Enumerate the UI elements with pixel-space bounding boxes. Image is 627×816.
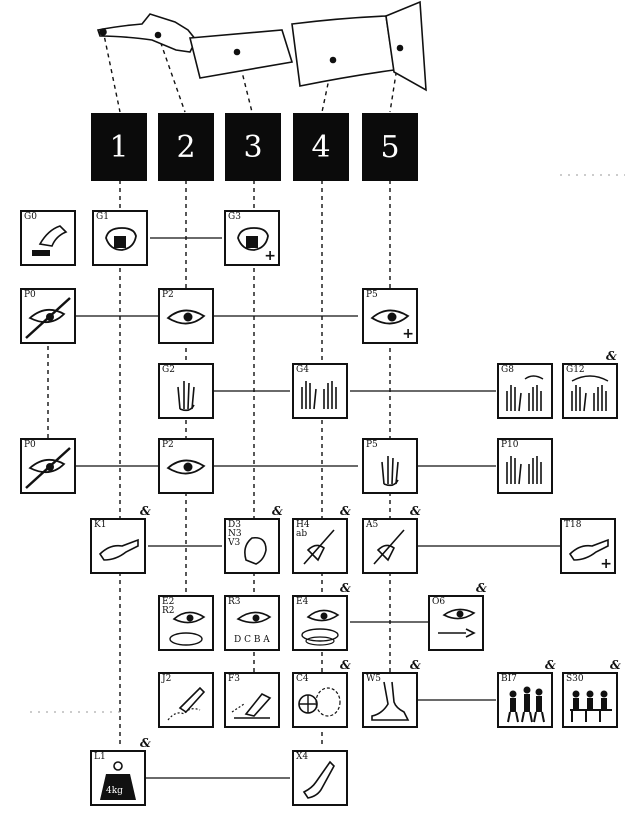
writing-hand-icon: [364, 520, 416, 572]
card-p5-bottom: P5: [362, 438, 418, 494]
amp-mark: &: [340, 658, 351, 672]
column-header-3: 3: [225, 113, 281, 181]
card-p2-bottom: P2: [158, 438, 214, 494]
eye-icon: [160, 290, 212, 342]
card-j2: J2: [158, 672, 214, 728]
crank-wheel-icon: [294, 674, 346, 726]
eye-icon: [294, 597, 346, 649]
card-l1: L1 4kg: [90, 750, 146, 806]
writing-hand-icon: [294, 520, 346, 572]
card-f3: F3: [224, 672, 280, 728]
card-k1: K1: [90, 518, 146, 574]
card-g0: G0: [20, 210, 76, 266]
hand-icon: [98, 14, 196, 52]
eye-key-icon: [430, 597, 482, 649]
plus-mark: +: [402, 326, 414, 342]
column-header-1: 1: [91, 113, 147, 181]
card-p2-top: P2: [158, 288, 214, 344]
amp-mark: &: [476, 581, 487, 595]
amp-mark: &: [610, 658, 621, 672]
amp-mark: &: [606, 349, 617, 363]
drawing-hand-icon: [160, 674, 212, 726]
card-p0-top: P0: [20, 288, 76, 344]
foot-pedal-icon: [226, 674, 278, 726]
eye-crossed-icon: [22, 440, 74, 492]
amp-mark: &: [410, 658, 421, 672]
card-h4: H4 ab: [292, 518, 348, 574]
amp-mark: &: [340, 504, 351, 518]
amp-mark: &: [272, 504, 283, 518]
two-hands-icon: [294, 365, 346, 417]
card-p10: P10: [497, 438, 553, 494]
card-c4: C4: [292, 672, 348, 728]
grip-hand-icon: [94, 212, 146, 264]
card-t18: T18 +: [560, 518, 616, 574]
eye-icon: [160, 597, 212, 649]
card-p5-top: P5 +: [362, 288, 418, 344]
amp-mark: &: [410, 504, 421, 518]
card-d3: D3 N3 V3: [224, 518, 280, 574]
card-p0-bottom: P0: [20, 438, 76, 494]
two-hands-icon: [499, 440, 551, 492]
card-x4: X4: [292, 750, 348, 806]
plus-mark: +: [600, 556, 612, 572]
card-e4: E4: [292, 595, 348, 651]
card-g2: G2: [158, 363, 214, 419]
card-r3-letters: D C B A: [234, 635, 270, 645]
arm-illustration: [98, 2, 426, 90]
card-bi7: BI7: [497, 672, 553, 728]
card-g12: G12: [562, 363, 618, 419]
card-g3: G3 +: [224, 210, 280, 266]
weight-label: 4kg: [106, 786, 123, 796]
card-a5: A5: [362, 518, 418, 574]
amp-mark: &: [140, 736, 151, 750]
weight-icon: [92, 752, 144, 804]
amp-mark: &: [140, 504, 151, 518]
forearm-icon: [190, 30, 292, 78]
two-hands-icon: [564, 365, 616, 417]
seated-people-icon: [564, 674, 616, 726]
amp-mark: &: [545, 658, 556, 672]
eye-crossed-icon: [22, 290, 74, 342]
open-hand-icon: [160, 365, 212, 417]
eye-icon: [160, 440, 212, 492]
arm-link-1: [103, 30, 120, 112]
grasp-object-icon: [22, 212, 74, 264]
column-header-2: 2: [158, 113, 214, 181]
upper-arm-icon: [292, 16, 394, 86]
card-g8: G8: [497, 363, 553, 419]
amp-mark: &: [340, 581, 351, 595]
foot-icon: [364, 674, 416, 726]
arm-icon: [294, 752, 346, 804]
column-header-4: 4: [293, 113, 349, 181]
head-icon: [226, 520, 278, 572]
pointing-hand-icon: [92, 520, 144, 572]
card-o6: O6: [428, 595, 484, 651]
column-header-5: 5: [362, 113, 418, 181]
shoulder-icon: [386, 2, 426, 90]
card-e2: E2 R2: [158, 595, 214, 651]
card-g1: G1: [92, 210, 148, 266]
card-r3: R3 D C B A: [224, 595, 280, 651]
plus-mark: +: [264, 248, 276, 264]
open-hand-icon: [364, 440, 416, 492]
people-icon: [499, 674, 551, 726]
card-s30: S30: [562, 672, 618, 728]
card-w5: W5: [362, 672, 418, 728]
card-g4: G4: [292, 363, 348, 419]
two-hands-icon: [499, 365, 551, 417]
